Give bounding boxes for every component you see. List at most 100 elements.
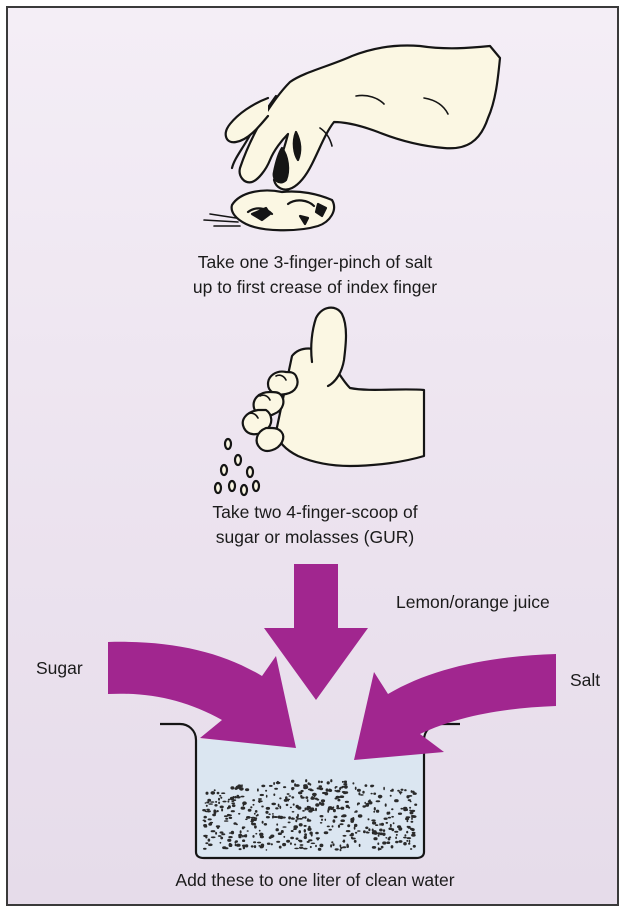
grain [291,796,294,798]
grain [342,841,344,843]
grain [328,806,332,809]
grain [236,824,238,826]
grain [403,837,407,839]
grain [213,809,216,813]
grain [373,837,377,840]
grain [315,803,319,806]
grain [239,848,242,850]
grain [290,807,292,809]
grain [218,835,222,837]
grain [355,787,357,790]
grain [385,837,387,839]
grain [222,801,226,803]
grain [238,834,242,837]
grain [211,830,216,832]
grain [347,824,350,827]
grain [282,843,286,846]
grain [315,845,317,847]
salt-label: Salt [570,670,600,691]
grain [388,812,390,815]
grain [410,848,412,850]
grain [248,809,252,812]
grain [283,786,286,788]
grain [340,849,342,852]
grain [253,804,255,806]
grain [293,803,295,805]
grain [319,787,321,790]
grain [391,808,393,810]
grain [411,834,416,837]
grain [278,804,280,807]
grain [403,842,407,845]
grain [297,806,301,810]
grain [309,783,311,785]
grain [203,848,207,850]
grain [382,841,386,844]
grain [227,839,231,842]
grain [398,827,402,831]
grain [268,813,270,815]
grain [292,811,295,813]
grain [305,816,307,819]
grain [260,846,264,848]
grain [247,830,249,832]
grain [228,805,231,808]
grain [308,826,310,829]
grain [207,799,211,802]
grain [286,804,289,806]
grain [410,828,413,830]
grain [304,833,307,836]
grain [304,825,307,827]
grain [368,828,370,831]
sugar-caption-line1: Take two 4-finger-scoop of [150,500,480,524]
grain [335,848,339,850]
grain [266,816,270,818]
grain [281,830,284,833]
grain [245,788,249,791]
grain [242,801,247,805]
grain [210,801,214,803]
scooping-hand-icon [215,308,424,495]
grain [217,826,220,829]
grain [204,826,208,828]
lemon-juice-label: Lemon/orange juice [396,592,550,613]
grain [290,842,292,845]
grain [407,820,409,822]
grain [291,788,293,791]
grain [364,802,366,804]
grain [282,826,286,828]
grain [272,815,274,818]
grain [235,844,237,847]
grain [368,800,370,802]
grain [224,820,229,822]
grain [318,780,320,783]
grain [370,785,374,787]
grain [258,798,262,800]
grain [327,781,330,784]
grain [373,811,375,813]
grain [389,836,392,838]
grain [302,810,305,812]
grain [294,848,299,850]
grain [411,817,413,820]
grain [265,811,268,814]
grain [205,802,207,804]
grain [253,841,256,843]
grain [231,802,235,804]
grain [250,806,252,808]
grain [231,831,234,835]
grain [383,787,385,790]
grain [261,785,265,788]
grain [350,818,354,822]
grain [255,810,258,813]
grain [221,792,225,794]
grain [395,837,397,840]
grain [296,816,298,819]
grain [372,821,376,824]
grain [408,799,411,801]
grain [404,834,406,836]
grain [373,830,377,832]
grain [298,791,302,794]
grain [291,830,294,832]
bottom-caption: Add these to one liter of clean water [110,868,520,892]
